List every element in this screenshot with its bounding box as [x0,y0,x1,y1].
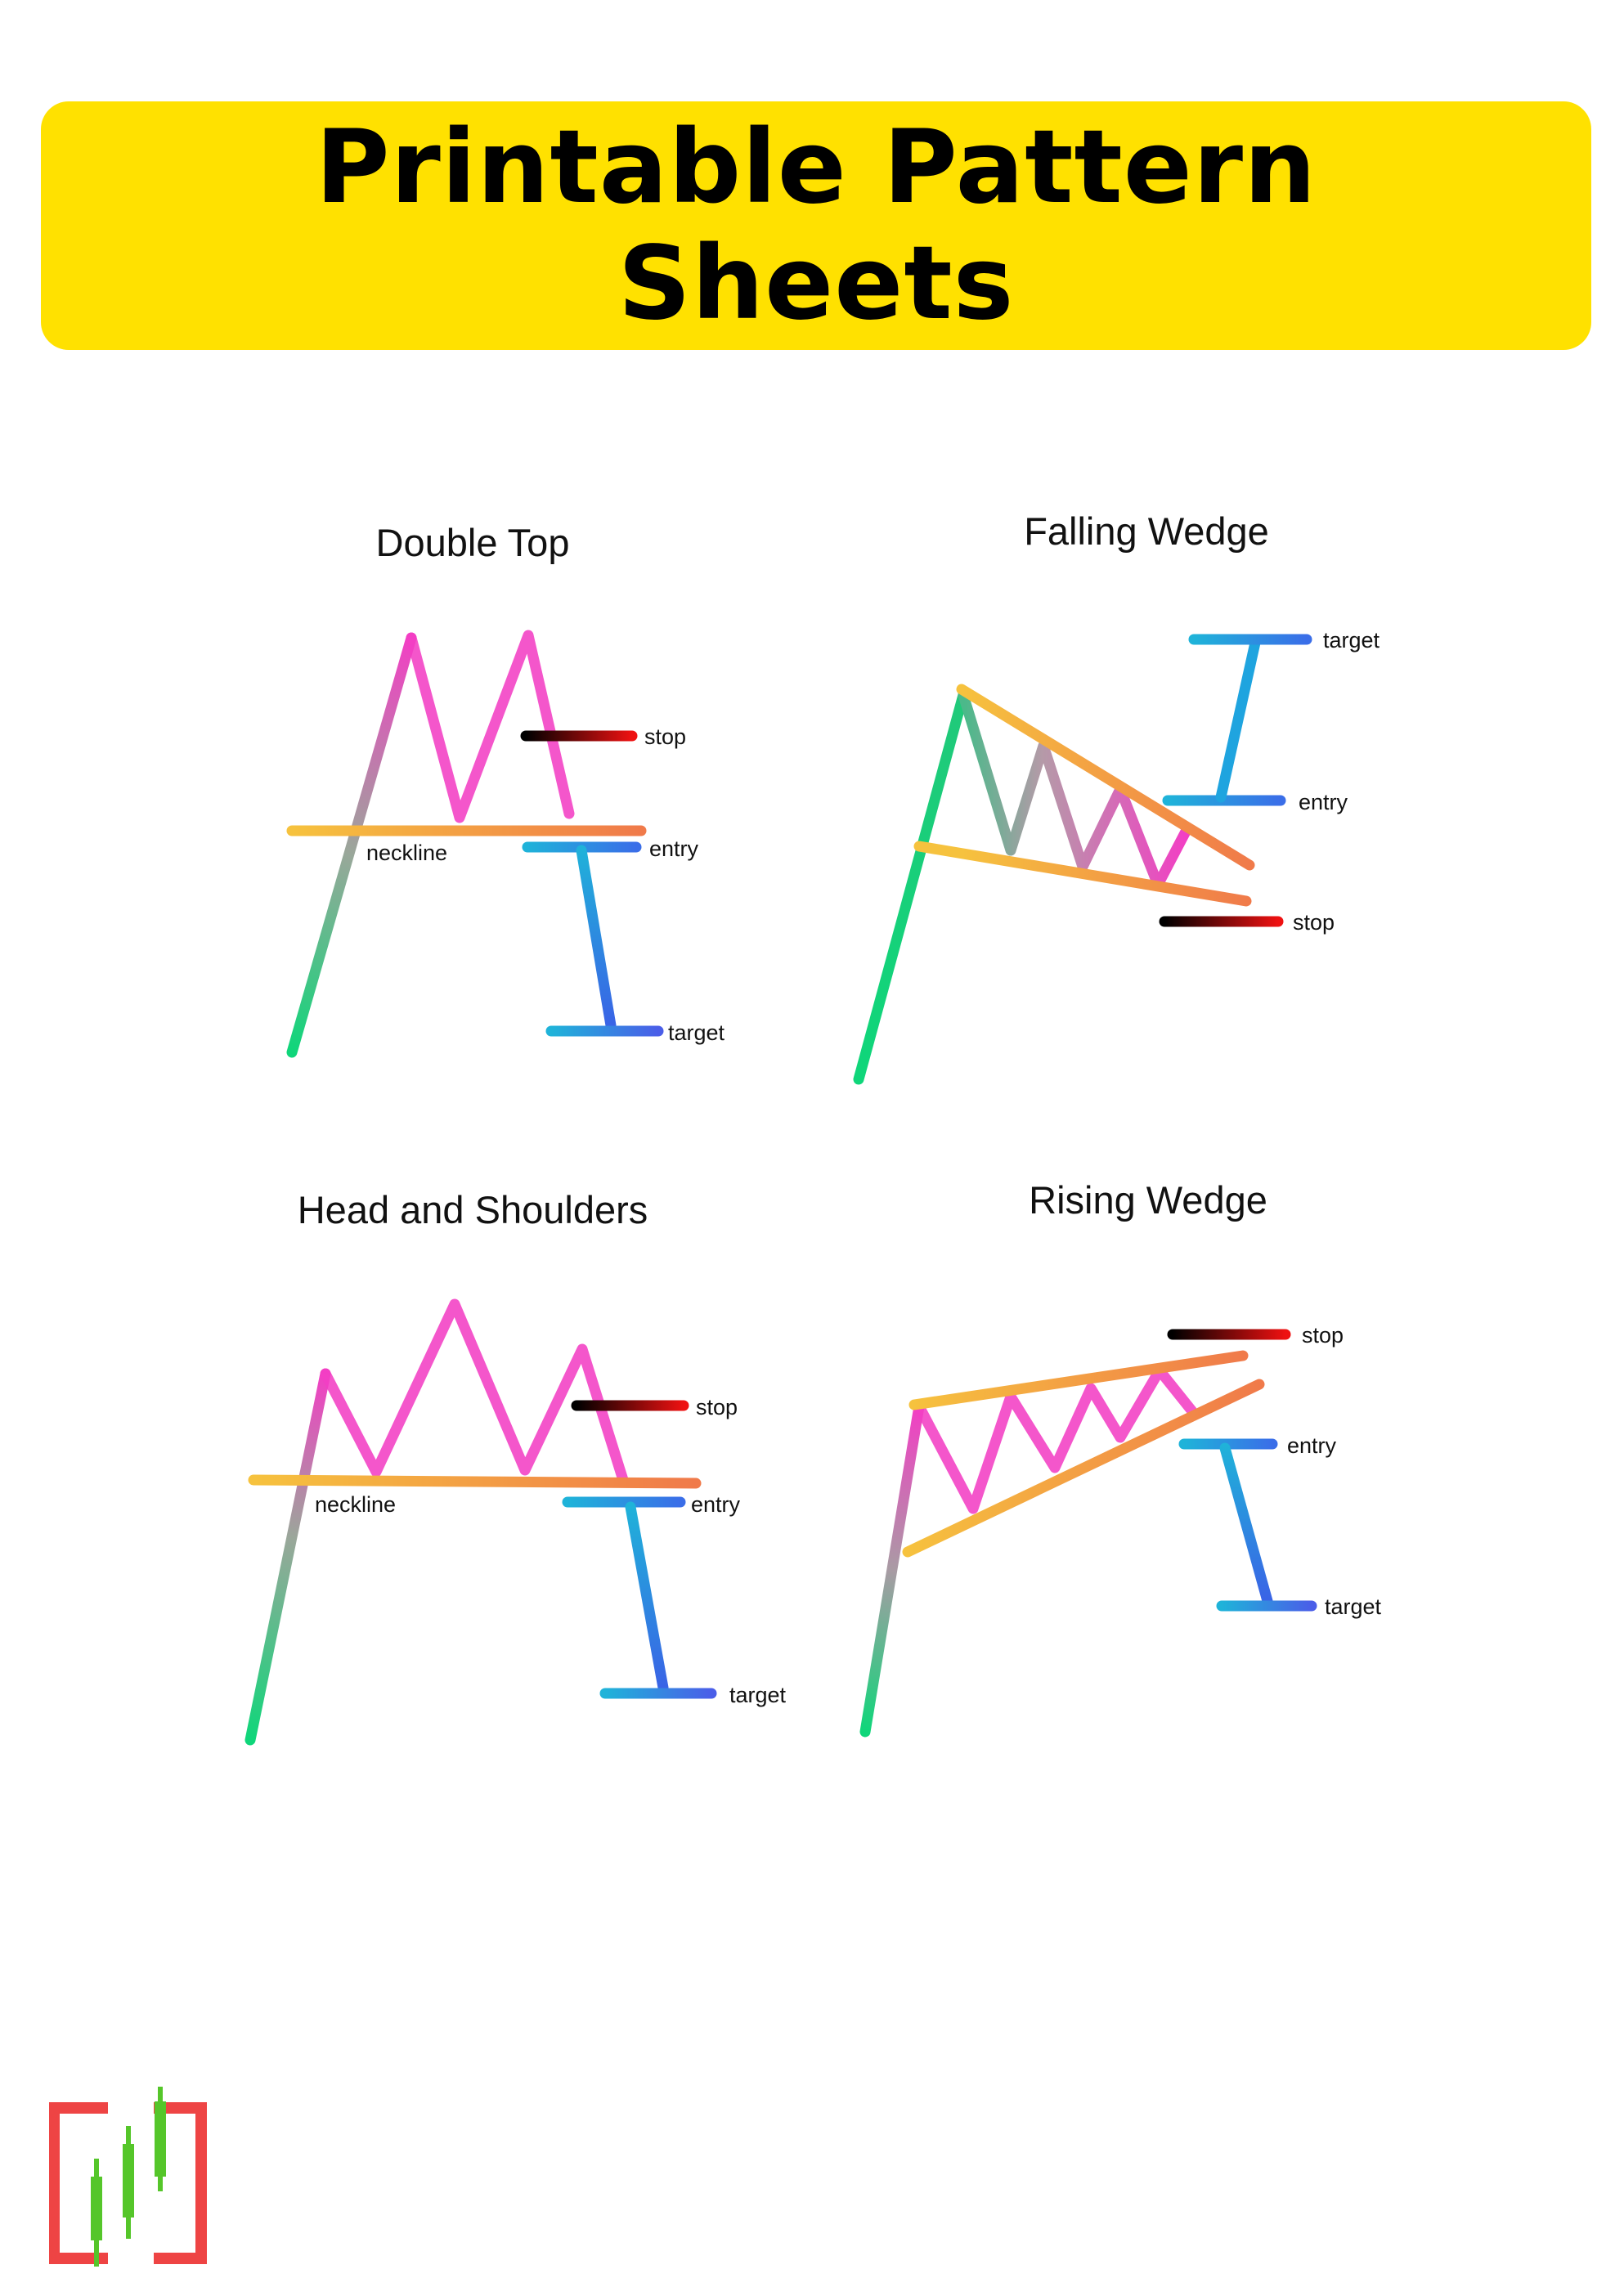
double-top-diagram [286,630,664,1058]
rising-wedge-target-label: target [1325,1594,1382,1619]
falling-wedge-entry-label: entry [1299,790,1348,814]
double-top-title: Double Top [375,521,570,564]
double-top-target-label: target [668,1020,725,1045]
head-and-shoulders-stop-label: stop [696,1395,738,1419]
falling-wedge-stop-label: stop [1293,910,1335,935]
falling-wedge-target-move [1215,637,1261,803]
falling-wedge-price-rise [853,689,969,1085]
rising-wedge-price-path [913,1365,1198,1514]
rising-wedge-title: Rising Wedge [1029,1178,1267,1222]
diagram-labels: neckline stop entry target target entry … [315,628,1382,1707]
candlestick-logo-icon [49,2087,207,2267]
rising-wedge-upper-trendline [908,1350,1249,1410]
rising-wedge-entry-label: entry [1287,1433,1337,1458]
rising-wedge-stop-label: stop [1302,1323,1344,1348]
falling-wedge-title: Falling Wedge [1024,509,1269,553]
rising-wedge-price-rise [859,1401,925,1738]
falling-wedge-diagram [853,634,1312,1085]
head-and-shoulders-title: Head and Shoulders [297,1188,648,1231]
rising-wedge-lower-trendline [902,1379,1265,1558]
double-top-target-move [576,845,617,1031]
double-top-entry-label: entry [649,836,699,861]
page-title-line-2: Sheets [617,225,1015,343]
head-and-shoulders-entry-label: entry [691,1492,741,1517]
rising-wedge-target-move [1219,1442,1273,1607]
head-and-shoulders-neckline-label: neckline [315,1492,396,1517]
head-and-shoulders-neckline [248,1474,702,1489]
double-top-price-rise [286,632,417,1058]
falling-wedge-upper-trendline [956,684,1255,871]
head-and-shoulders-target-move [625,1501,669,1693]
head-and-shoulders-diagram [244,1298,717,1746]
head-and-shoulders-price-rise [244,1368,331,1746]
page-title-line-1: Printable Pattern [315,109,1317,226]
falling-wedge-lower-trendline [913,841,1252,907]
head-and-shoulders-price-path [320,1298,629,1486]
falling-wedge-target-label: target [1323,628,1380,652]
title-banner: Printable Pattern Sheets [41,101,1591,350]
double-top-price-path [406,630,575,823]
head-and-shoulders-target-label: target [729,1683,787,1707]
rising-wedge-diagram [859,1329,1317,1738]
double-top-neckline-label: neckline [366,841,447,865]
double-top-stop-label: stop [644,724,686,749]
